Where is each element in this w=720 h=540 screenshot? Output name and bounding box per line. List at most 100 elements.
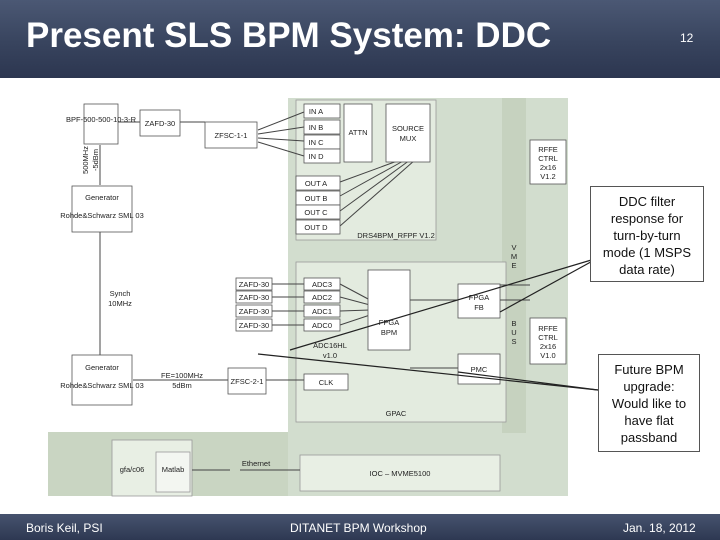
vme-label-2: M bbox=[511, 252, 517, 261]
out-a-label: OUT A bbox=[305, 179, 327, 188]
zafd-2-label: ZAFD-30 bbox=[239, 293, 269, 302]
bus-label-1: B bbox=[511, 319, 516, 328]
vme-label-3: E bbox=[511, 261, 516, 270]
in-d-box bbox=[303, 148, 341, 164]
fpga-bpm-label-1: FPGA bbox=[379, 318, 399, 327]
rffe-top-box bbox=[529, 139, 567, 185]
synch-freq-label: 10MHz bbox=[108, 299, 132, 308]
rffe-bottom-label-1: RFFE bbox=[538, 324, 558, 333]
zafd-4-box bbox=[235, 318, 273, 332]
in-a-label: IN A bbox=[309, 107, 323, 116]
zafd-3-box bbox=[235, 304, 273, 318]
adc2-label: ADC2 bbox=[312, 293, 332, 302]
rffe-bottom-label-3: 2x16 bbox=[540, 342, 556, 351]
clk-box bbox=[303, 373, 349, 391]
matlab-box bbox=[155, 451, 191, 493]
zafd-2-box bbox=[235, 290, 273, 304]
future-bpm-callout: Future BPM upgrade: Would like to have f… bbox=[598, 354, 700, 452]
fe-freq-label: FE=100MHz bbox=[161, 371, 203, 380]
footer-date: Jan. 18, 2012 bbox=[623, 521, 696, 535]
adc0-label: ADC0 bbox=[312, 321, 332, 330]
out-c-label: OUT C bbox=[304, 208, 328, 217]
in-b-label: IN B bbox=[309, 123, 324, 132]
page-number: 12 bbox=[680, 31, 694, 45]
attn-box bbox=[343, 103, 373, 163]
gpac-label: GPAC bbox=[386, 409, 407, 418]
footer-author: Boris Keil, PSI bbox=[26, 521, 103, 535]
zfsc11-label: ZFSC-1-1 bbox=[215, 131, 248, 140]
slide-title: Present SLS BPM System: DDC bbox=[26, 16, 552, 55]
footer-event: DITANET BPM Workshop bbox=[290, 521, 427, 535]
adc1-label: ADC1 bbox=[312, 307, 332, 316]
out-a-box bbox=[295, 175, 341, 191]
ioc-box bbox=[299, 454, 501, 492]
adc3-label: ADC3 bbox=[312, 280, 332, 289]
adc1-box bbox=[303, 304, 341, 318]
generator2-box bbox=[71, 354, 133, 406]
zafd-1-label: ZAFD-30 bbox=[239, 280, 269, 289]
connection-lines bbox=[99, 111, 530, 471]
slide-header: Present SLS BPM System: DDC 12 bbox=[0, 0, 720, 78]
out-d-label: OUT D bbox=[304, 223, 328, 232]
vme-label-1: V bbox=[511, 243, 516, 252]
ethernet-label: Ethernet bbox=[242, 459, 271, 468]
rffe-bottom-label-4: V1.0 bbox=[540, 351, 555, 360]
fpga-fb-label-2: FB bbox=[474, 303, 484, 312]
fe-power-label: 5dBm bbox=[172, 381, 192, 390]
pmc-label: PMC bbox=[471, 365, 488, 374]
zfsc11-box bbox=[204, 121, 258, 149]
zafd-3-label: ZAFD-30 bbox=[239, 307, 269, 316]
zfsc21-label: ZFSC-2-1 bbox=[231, 377, 264, 386]
attn-label: ATTN bbox=[348, 128, 367, 137]
adc0-box bbox=[303, 318, 341, 332]
bus-label-2: U bbox=[511, 328, 516, 337]
zafd-top-box bbox=[139, 109, 181, 137]
slide-footer: Boris Keil, PSI DITANET BPM Workshop Jan… bbox=[0, 514, 720, 540]
rffe-bottom-box bbox=[529, 317, 567, 365]
ioc-label: IOC – MVME5100 bbox=[370, 469, 431, 478]
in-c-label: IN C bbox=[309, 138, 325, 147]
out-b-label: OUT B bbox=[305, 194, 328, 203]
generator2-model: Rohde&Schwarz SML 03 bbox=[60, 381, 144, 390]
rffe-top-label-1: RFFE bbox=[538, 145, 558, 154]
bpf-box bbox=[83, 103, 119, 145]
zfsc21-box bbox=[227, 367, 267, 395]
generator1-title: Generator bbox=[85, 193, 119, 202]
rffe-bottom-label-2: CTRL bbox=[538, 333, 558, 342]
gfa-label: gfa/c06 bbox=[120, 465, 145, 474]
source-mux-box bbox=[385, 103, 431, 163]
adc-version-label: v1.0 bbox=[323, 351, 337, 360]
generator1-box bbox=[71, 185, 133, 233]
rf-module-label: DRS4BPM_RFPF V1.2 bbox=[357, 231, 435, 240]
rffe-top-label-2: CTRL bbox=[538, 154, 558, 163]
adc3-box bbox=[303, 277, 341, 291]
fpga-bpm-label-2: BPM bbox=[381, 328, 397, 337]
in-d-label: IN D bbox=[309, 152, 325, 161]
fpga-fb-label-1: FPGA bbox=[469, 293, 489, 302]
zafd-top-label: ZAFD-30 bbox=[145, 119, 175, 128]
clk-label: CLK bbox=[319, 378, 334, 387]
zafd-1-box bbox=[235, 277, 273, 291]
source-mux-label-1: SOURCE bbox=[392, 124, 424, 133]
zafd-4-label: ZAFD-30 bbox=[239, 321, 269, 330]
rotated-freq-label: 500MHz bbox=[81, 146, 90, 174]
rffe-top-label-4: V1.2 bbox=[540, 172, 555, 181]
bpf-label: BPF-500-500-10-3-R bbox=[66, 115, 137, 124]
ddc-filter-callout: DDC filter response for turn-by-turn mod… bbox=[590, 186, 704, 282]
matlab-label: Matlab bbox=[162, 465, 185, 474]
out-d-box bbox=[295, 219, 341, 235]
rffe-top-label-3: 2x16 bbox=[540, 163, 556, 172]
ddc-filter-text: DDC filter response for turn-by-turn mod… bbox=[602, 194, 692, 277]
bus-label-3: S bbox=[511, 337, 516, 346]
synch-label: Synch bbox=[110, 289, 131, 298]
in-b-box bbox=[303, 119, 341, 135]
source-mux-label-2: MUX bbox=[400, 134, 417, 143]
generator2-title: Generator bbox=[85, 363, 119, 372]
adc2-box bbox=[303, 290, 341, 304]
future-bpm-text: Future BPM upgrade: Would like to have f… bbox=[611, 362, 687, 445]
rotated-power-label: -5dBm bbox=[91, 149, 100, 171]
adc-module-label: ADC16HL bbox=[313, 341, 347, 350]
callout-pointers bbox=[257, 257, 599, 391]
in-a-box bbox=[303, 103, 341, 119]
